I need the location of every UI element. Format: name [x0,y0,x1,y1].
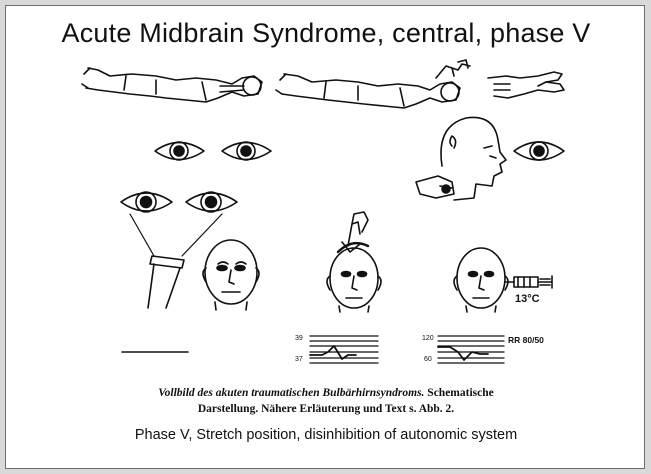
slide: Acute Midbrain Syndrome, central, phase … [5,5,645,469]
temperature-label: 13°C [515,293,540,305]
eyes-pair-upper [155,142,271,160]
slide-subtitle: Phase V, Stretch position, disinhibition… [6,427,645,443]
eye-single-right [514,142,564,160]
temp-chart-upper-label: 39 [295,335,303,342]
temperature-chart [310,336,378,363]
caption-line1-rest: Schematische [427,387,493,399]
face-front-right [454,248,508,312]
syringe-figure [506,276,552,288]
eyes-pair-lower [121,192,237,212]
caption-italic: Vollbild des akuten traumatischen Bulbär… [158,387,424,399]
pulse-chart-upper-label: 120 [422,335,434,342]
flashlight-figure [130,214,222,308]
face-front-left [203,240,259,310]
head-profile-figure [416,117,506,200]
figure-caption: Vollbild des akuten traumatischen Bulbär… [102,385,550,417]
face-front-middle [327,212,381,312]
pulse-chart [438,336,504,363]
stretched-body-figure [82,68,262,102]
blood-pressure-label: RR 80/50 [508,335,544,345]
caption-line2: Darstellung. Nähere Erläuterung und Text… [198,403,454,415]
hand-wrist-figure [488,72,564,98]
temp-chart-lower-label: 37 [295,356,303,363]
pulse-chart-lower-label: 60 [424,356,432,363]
stretched-body-with-hand-figure [276,60,470,108]
